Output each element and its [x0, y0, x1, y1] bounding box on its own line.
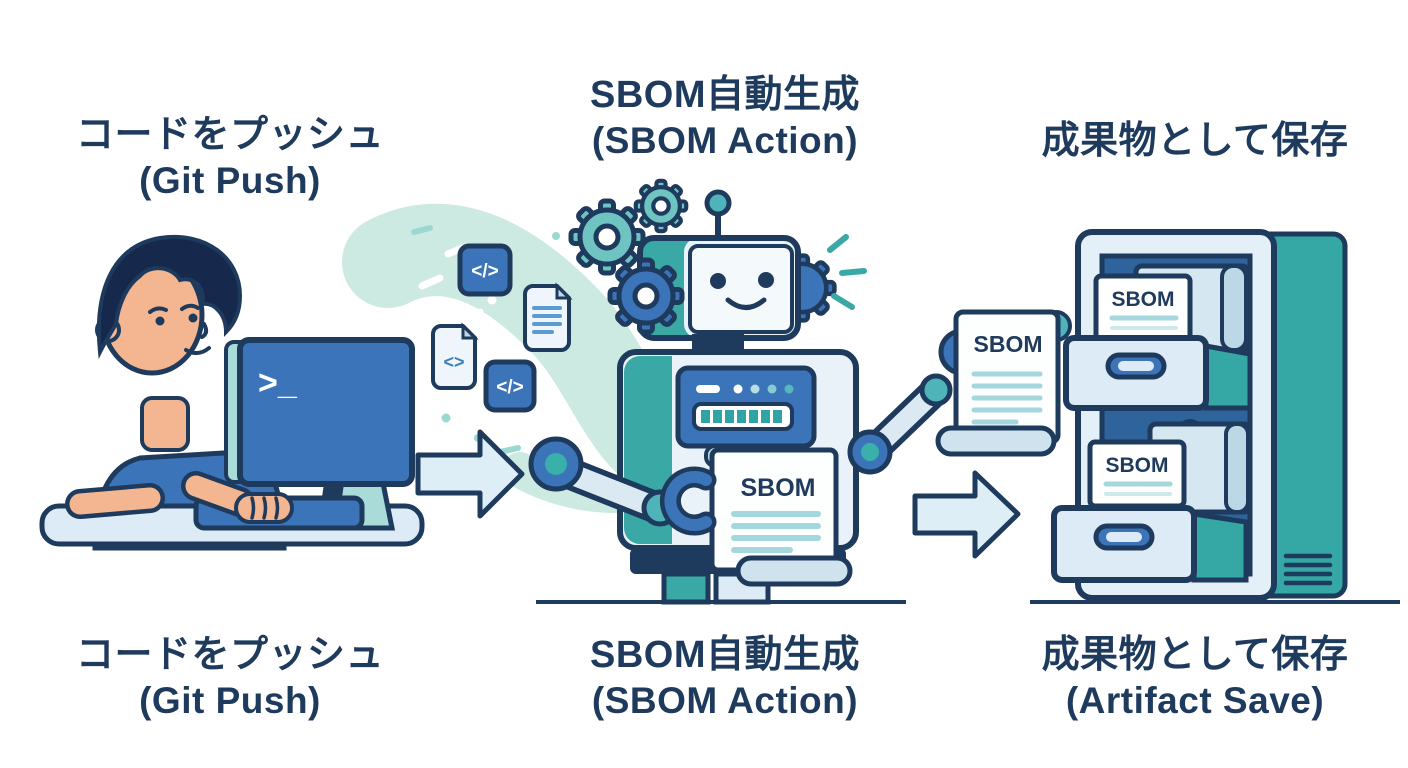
label-line-jp: 成果物として保存	[1041, 634, 1349, 676]
label-line-jp: 成果物として保存	[1041, 120, 1349, 162]
storage-cabinet: SBOM SBOM	[1030, 229, 1400, 604]
sbom-doc-bottom: SBOM	[1087, 439, 1187, 509]
typing-hands	[65, 471, 294, 524]
label-line-jp: コードをプッシュ	[75, 114, 384, 156]
sbom-scroll-handoff: SBOM	[919, 309, 1072, 457]
scroll-curl	[935, 425, 1057, 457]
sbom-scroll-held: SBOM	[704, 444, 853, 587]
shelf-top: SBOM	[1063, 263, 1253, 411]
eye	[188, 313, 198, 323]
gear-icon	[607, 257, 685, 335]
label-git-push-bottom: コードをプッシュ (Git Push)	[30, 632, 430, 723]
drawer-top	[1063, 335, 1209, 411]
label-git-push-top: コードをプッシュ (Git Push)	[30, 112, 430, 203]
label-sbom-action-bottom: SBOM自動生成 (SBOM Action)	[535, 632, 915, 723]
monitor: >_	[224, 337, 415, 531]
label-line-en: (Git Push)	[139, 680, 321, 722]
code-file-icon-2: </>	[483, 359, 537, 413]
code-file-icon-1: </>	[457, 243, 513, 297]
label-line-en: (Git Push)	[139, 160, 321, 202]
drawer-bottom	[1051, 505, 1197, 583]
code-glyph: </>	[471, 261, 498, 282]
eye	[155, 316, 165, 326]
monitor-screen	[237, 337, 415, 487]
label-artifact-save-top: 成果物として保存	[995, 118, 1395, 164]
label-line-jp: コードをプッシュ	[75, 634, 384, 676]
robot-head	[637, 235, 801, 341]
face-features	[148, 303, 211, 355]
chest-panel	[675, 365, 817, 449]
progress-bar	[692, 402, 794, 431]
robot-eye	[710, 273, 726, 289]
code-glyph: </>	[496, 377, 523, 398]
flow-dashes-teal	[411, 225, 521, 455]
label-line-jp: SBOM自動生成	[589, 74, 860, 116]
sbom-label: SBOM	[974, 331, 1043, 357]
sparkle-icon	[827, 234, 867, 310]
terminal-prompt: >_	[258, 364, 298, 402]
label-line-en: (SBOM Action)	[591, 680, 859, 722]
flow-arrow-1	[415, 429, 525, 519]
vent-lines	[1283, 553, 1333, 586]
sbom-label: SBOM	[1112, 288, 1175, 311]
label-line-en: (Artifact Save)	[1065, 680, 1325, 722]
gripper-hand	[659, 466, 717, 536]
sbom-doc-top: SBOM	[1093, 273, 1193, 343]
shelf-bottom: SBOM	[1051, 419, 1253, 583]
gear-icon	[568, 198, 646, 276]
robot-leg	[661, 571, 711, 605]
antenna	[704, 189, 732, 240]
label-sbom-action-top: SBOM自動生成 (SBOM Action)	[535, 72, 915, 163]
gear-icon	[633, 178, 689, 234]
robot-figure: SBOM	[528, 178, 986, 605]
label-artifact-save-bottom: 成果物として保存 (Artifact Save)	[995, 632, 1395, 723]
label-line-jp: SBOM自動生成	[589, 634, 860, 676]
robot-face	[688, 244, 794, 334]
document-icon-2: <>	[431, 322, 479, 390]
sbom-label: SBOM	[741, 474, 816, 502]
hand-ball	[919, 373, 953, 407]
code-glyph-small: <>	[443, 352, 464, 372]
neck	[140, 396, 190, 452]
hair	[96, 234, 243, 360]
document-icon-1	[523, 282, 573, 352]
flow-arrow-2	[912, 470, 1021, 559]
sbom-label: SBOM	[1106, 454, 1169, 477]
label-line-en: (SBOM Action)	[591, 120, 859, 162]
robot-eye	[758, 272, 774, 288]
scroll-curl	[735, 555, 853, 587]
robot-smile	[725, 297, 767, 310]
